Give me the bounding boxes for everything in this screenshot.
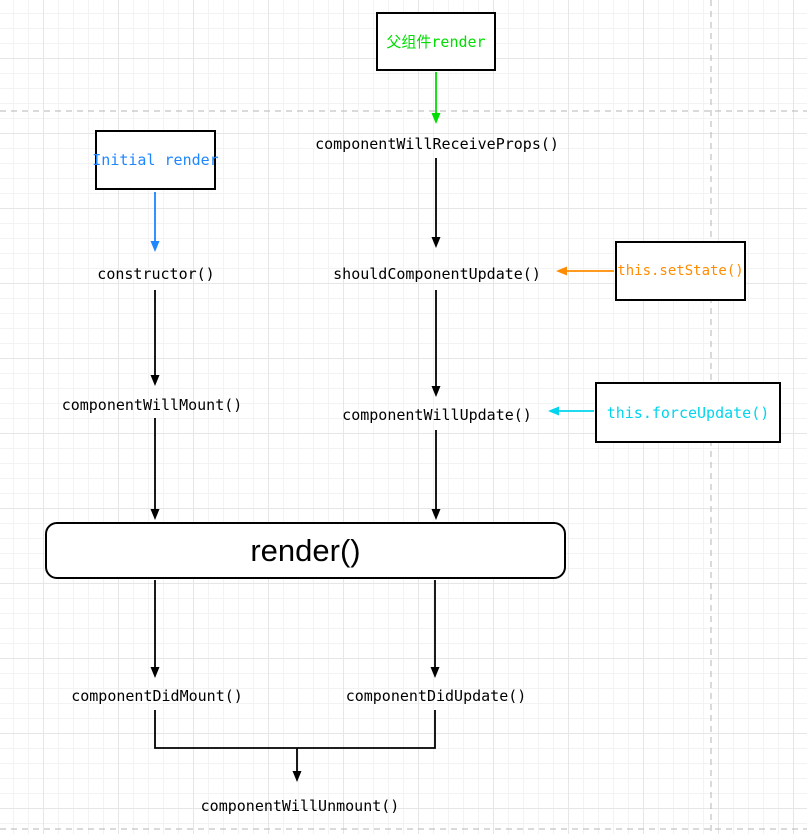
- arrow-forceupdate-to-willupdate: [548, 406, 594, 416]
- arrow-render-to-didupdate: [430, 580, 440, 678]
- connector-didmount-didupdate-junction: [154, 710, 436, 782]
- node-force-update-label: this.forceUpdate(): [606, 403, 770, 422]
- arrow-willmount-to-render: [150, 418, 160, 520]
- label-constructor: constructor(): [97, 265, 215, 283]
- label-component-did-update: componentDidUpdate(): [345, 687, 527, 705]
- label-component-will-mount: componentWillMount(): [61, 396, 243, 414]
- arrow-parent-render-to-willreceiveprops: [431, 72, 441, 124]
- node-parent-render: 父组件render: [376, 12, 496, 71]
- arrow-willupdate-to-render: [431, 430, 441, 520]
- node-set-state: this.setState(): [615, 241, 746, 301]
- arrow-render-to-didmount: [150, 580, 160, 678]
- label-component-did-mount: componentDidMount(): [71, 687, 243, 705]
- node-initial-render-label: Initial render: [92, 151, 219, 169]
- arrow-shouldupdate-to-willupdate: [431, 290, 441, 397]
- node-force-update: this.forceUpdate(): [595, 382, 781, 443]
- label-component-will-receive-props: componentWillReceiveProps(): [315, 135, 559, 153]
- node-initial-render: Initial render: [92, 130, 219, 190]
- node-render: render(): [45, 522, 566, 579]
- label-component-will-update: componentWillUpdate(): [342, 406, 532, 424]
- node-render-label: render(): [250, 532, 361, 568]
- label-component-will-unmount: componentWillUnmount(): [200, 797, 400, 815]
- node-set-state-label: this.setState(): [617, 263, 744, 279]
- arrow-setstate-to-shouldupdate: [556, 266, 614, 276]
- arrow-willreceiveprops-to-shouldupdate: [431, 158, 441, 248]
- arrow-initialrender-to-constructor: [150, 192, 160, 252]
- label-should-component-update: shouldComponentUpdate(): [333, 265, 541, 283]
- arrow-constructor-to-willmount: [150, 290, 160, 386]
- node-parent-render-label: 父组件render: [386, 33, 486, 51]
